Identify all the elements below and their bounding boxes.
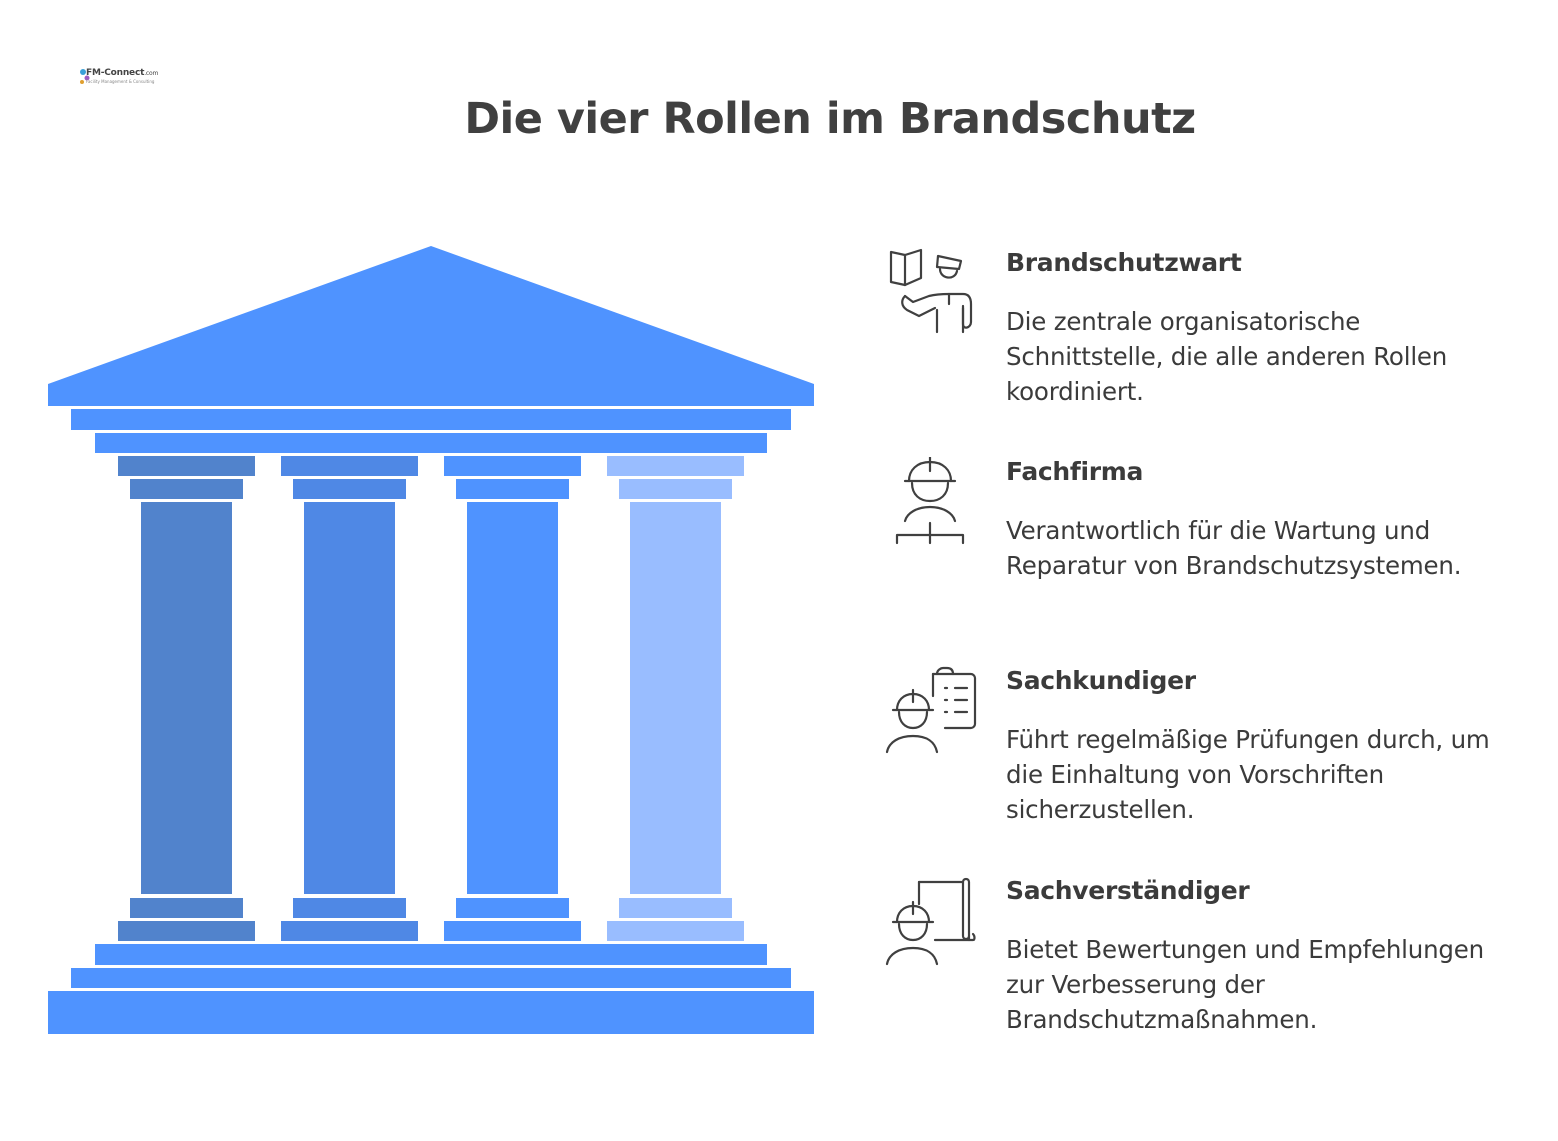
- temple-step-1: [95, 944, 767, 965]
- temple-step-2: [71, 968, 791, 988]
- temple-step-3: [48, 991, 814, 1034]
- role-sachverstaendiger: Sachverständiger Bietet Bewertungen und …: [885, 876, 1525, 1036]
- worker-clipboard-icon: [885, 666, 977, 754]
- temple-beam-2: [95, 433, 767, 453]
- role-title: Sachkundiger: [1006, 666, 1196, 695]
- role-title: Sachverständiger: [1006, 876, 1250, 905]
- fm-connect-logo: FM-Connect.com Facility Management & Con…: [78, 64, 158, 90]
- role-brandschutzwart: Brandschutzwart Die zentrale organisator…: [885, 248, 1525, 408]
- logo-text: FM-Connect.com: [86, 68, 159, 78]
- temple-beam-1: [71, 409, 791, 430]
- role-description: Bietet Bewertungen und Empfehlungen zur …: [1006, 935, 1484, 1034]
- hardhat-worker-icon: [895, 457, 965, 545]
- temple-column-2: [281, 456, 418, 941]
- worker-blueprint-icon: [885, 877, 976, 966]
- role-description: Führt regelmäßige Prüfungen durch, um di…: [1006, 725, 1490, 824]
- role-title: Fachfirma: [1006, 457, 1144, 486]
- role-sachkundiger: Sachkundiger Führt regelmäßige Prüfungen…: [885, 666, 1525, 826]
- role-description: Die zentrale organisatorische Schnittste…: [1006, 307, 1448, 406]
- role-title: Brandschutzwart: [1006, 248, 1242, 277]
- logo-splash-icon: [80, 69, 90, 84]
- role-description: Verantwortlich für die Wartung und Repar…: [1006, 516, 1462, 580]
- temple-diagram: [48, 246, 814, 1034]
- temple-roof: [48, 246, 814, 406]
- temple-column-3: [444, 456, 581, 941]
- logo-tagline: Facility Management & Consulting: [86, 79, 155, 84]
- page-title: Die vier Rollen im Brandschutz: [464, 94, 1196, 144]
- temple-column-1: [118, 456, 255, 941]
- temple-column-4: [607, 456, 744, 941]
- role-fachfirma: Fachfirma Verantwortlich für die Wartung…: [885, 457, 1525, 617]
- book-instructor-icon: [889, 248, 973, 334]
